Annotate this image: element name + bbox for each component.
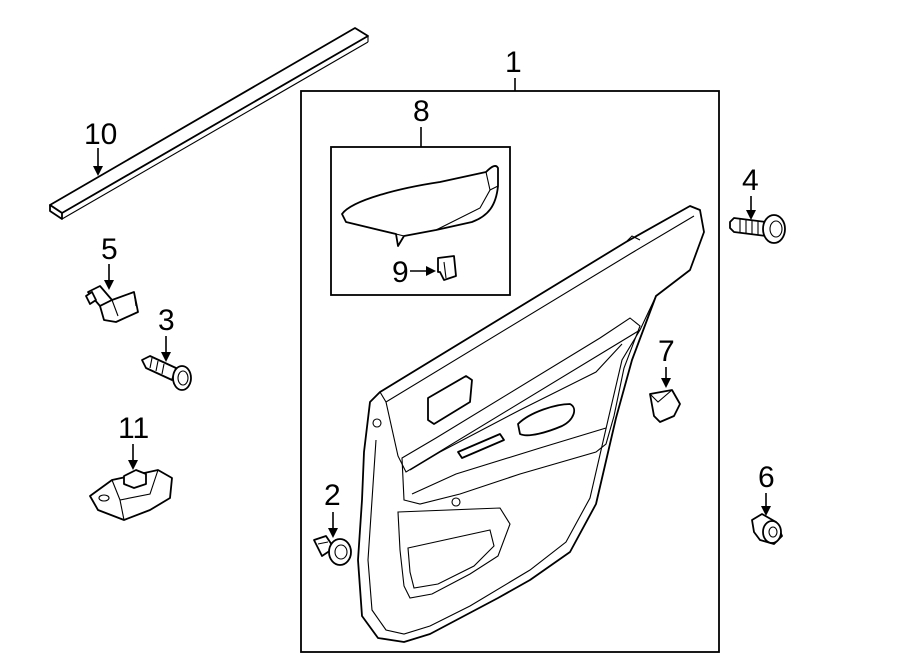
weatherstrip-icon [49,27,369,220]
assembly-frame [300,90,720,653]
callout-11: 11 [118,412,149,470]
callout-3: 3 [158,304,175,362]
nut-clip-icon [751,513,783,545]
door-trim-panel-icon [357,205,705,643]
callout-4: 4 [742,164,759,220]
callout-11-label: 11 [118,412,149,445]
bolt-icon [729,214,786,244]
callout-2: 2 [324,479,341,538]
handle-subframe [330,146,511,296]
callout-6: 6 [758,461,775,516]
callout-4-label: 4 [742,164,759,197]
callout-8-label: 8 [413,95,430,128]
bracket-icon [89,469,173,521]
callout-7-label: 7 [658,335,675,368]
callout-10-label: 10 [84,118,117,151]
pad-icon [649,389,681,423]
callout-9: 9 [392,256,436,289]
callout-8: 8 [413,95,430,147]
callout-1-label: 1 [505,46,522,79]
small-clip-icon [437,255,457,281]
retainer-clip-icon [85,285,139,323]
push-clip-icon [313,535,352,566]
callout-3-label: 3 [158,304,175,337]
callout-6-label: 6 [758,461,775,494]
callout-2-label: 2 [324,479,341,512]
callout-5-label: 5 [101,233,118,266]
screw-grommet-icon [141,355,192,391]
callout-10: 10 [84,118,117,176]
callout-7: 7 [658,335,675,388]
callout-9-label: 9 [392,256,409,289]
pull-handle-icon [341,165,499,247]
callout-5: 5 [101,233,118,290]
callout-1: 1 [505,46,522,91]
